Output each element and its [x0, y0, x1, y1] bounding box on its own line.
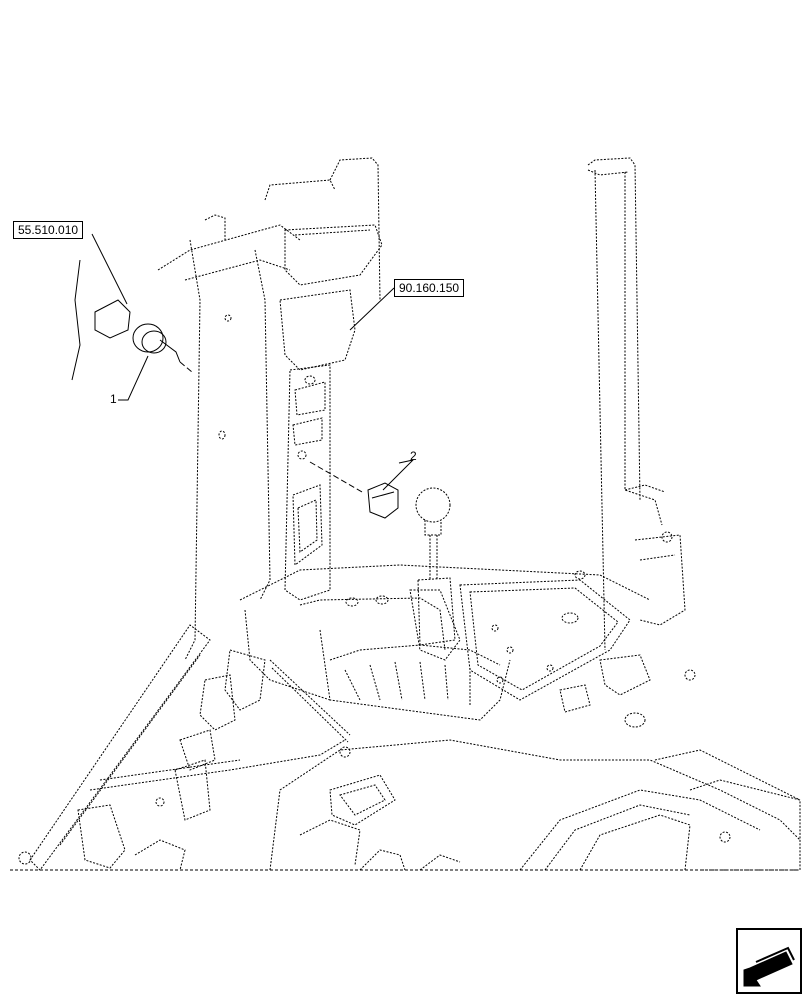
- cab-floor: [10, 624, 801, 871]
- part-1-switch: [71, 259, 193, 381]
- callout-item-2: 2: [410, 449, 417, 463]
- reference-label-90-160-150[interactable]: 90.160.150: [394, 279, 465, 297]
- right-post: [587, 157, 686, 651]
- left-pillar: [157, 157, 383, 661]
- previous-page-arrow-icon: [743, 946, 795, 987]
- leader-lines: [91, 233, 415, 491]
- control-lever: [415, 487, 456, 646]
- part-2-plug: [309, 461, 399, 519]
- reference-label-55-510-010[interactable]: 55.510.010: [13, 221, 84, 239]
- callout-item-1: 1: [110, 392, 117, 406]
- previous-page-button[interactable]: [736, 928, 802, 994]
